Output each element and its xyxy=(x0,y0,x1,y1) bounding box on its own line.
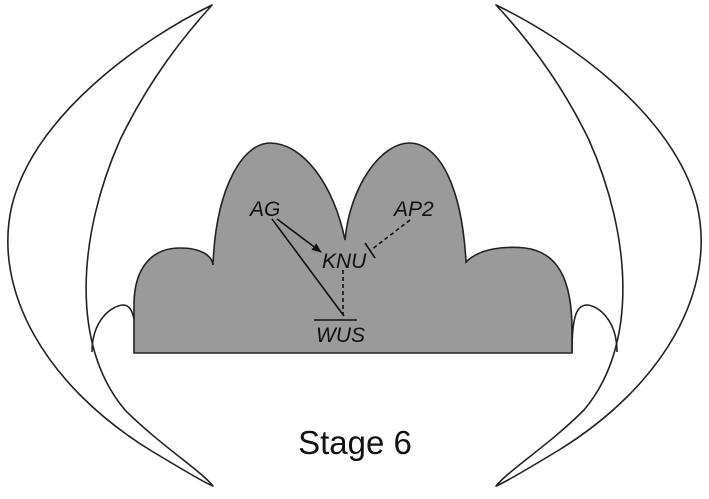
right-sepal xyxy=(495,4,702,487)
edge-ap2-knu xyxy=(370,219,411,251)
gene-label-ap2: AP2 xyxy=(392,198,434,221)
left-sepal xyxy=(7,4,214,487)
gene-label-knu: KNU xyxy=(322,250,367,273)
stage-caption: Stage 6 xyxy=(298,424,412,461)
ap2-repression-bar xyxy=(364,242,376,259)
edge-ag-wus xyxy=(271,218,345,317)
edge-ag-knu xyxy=(276,218,322,253)
left-petal-primordium xyxy=(91,304,137,353)
gene-label-ag: AG xyxy=(248,198,280,221)
gene-label-wus: WUS xyxy=(316,324,365,347)
central-tissue xyxy=(133,142,573,354)
right-petal-primordium xyxy=(571,304,618,353)
